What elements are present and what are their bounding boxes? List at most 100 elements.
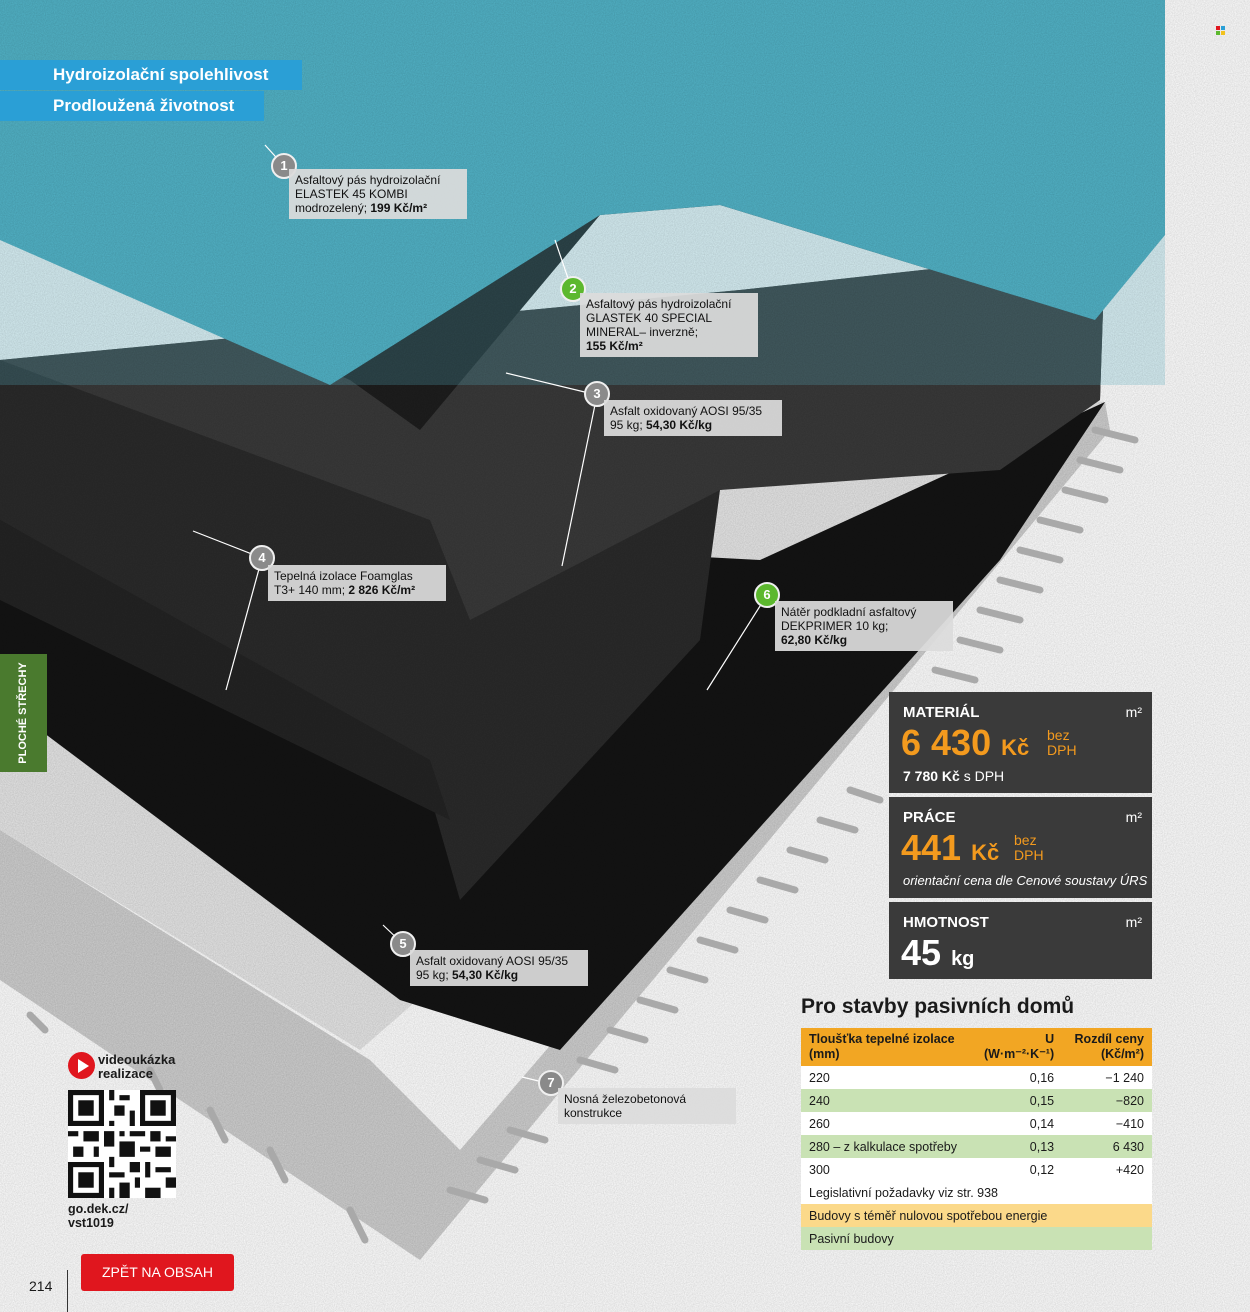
video-url-line-2: vst1019 [68, 1216, 114, 1230]
layer-5-price: 54,30 Kč/kg [452, 968, 519, 982]
layer-6-line-1: Nátěr podkladní asfaltový [781, 605, 917, 619]
table-cell: 260 [801, 1112, 976, 1135]
labour-bez: bez [1014, 832, 1037, 848]
banner-waterproofing: Hydroizolační spolehlivost [0, 60, 302, 90]
weight-value-unit: kg [951, 948, 975, 970]
layer-3-price: 54,30 Kč/kg [646, 418, 713, 432]
callout-leader-lines [192, 144, 768, 1085]
weight-number: 45 [901, 932, 942, 973]
corner-color-mark [1216, 26, 1225, 35]
material-currency: Kč [1001, 735, 1030, 760]
qr-code-icon[interactable] [68, 1090, 176, 1198]
table-cell: 0,13 [976, 1135, 1063, 1158]
layer-callout-7: Nosná železobetonová konstrukce [558, 1088, 736, 1124]
layer-3-line-2: 95 kg; [610, 418, 647, 432]
video-url[interactable]: go.dek.cz/ vst1019 [68, 1202, 128, 1230]
weight-unit: m² [1125, 914, 1142, 930]
video-url-line-1: go.dek.cz/ [68, 1202, 129, 1216]
layer-4-line-2: T3+ 140 mm; [274, 583, 349, 597]
layer-7-line-2: konstrukce [564, 1106, 623, 1120]
material-with-vat: 7 780 Kč s DPH [903, 768, 1004, 784]
table-cell: 220 [801, 1066, 976, 1089]
layer-5-line-2: 95 kg; [416, 968, 453, 982]
layer-2-line-2: GLASTEK 40 SPECIAL [586, 311, 713, 325]
table-row: 260 0,14 −410 [801, 1112, 1152, 1135]
table-header-price-diff: Rozdíl ceny (Kč/m²) [1062, 1028, 1152, 1066]
table-cell: −1 240 [1062, 1066, 1152, 1089]
layer-badge-5: 5 [390, 931, 416, 957]
layer-3-line-1: Asfalt oxidovaný AOSI 95/35 [610, 404, 763, 418]
weight-value: 45 kg [901, 932, 974, 974]
layer-1-line-1: Asfaltový pás hydroizolační [295, 173, 441, 187]
layer-7-line-1: Nosná železobetonová [564, 1092, 687, 1106]
banner-lifetime: Prodloužená životnost [0, 91, 264, 121]
passive-houses-title: Pro stavby pasivních domů [801, 995, 1075, 1018]
table-cell: 6 430 [1062, 1135, 1152, 1158]
layer-callout-3: Asfalt oxidovaný AOSI 95/35 95 kg; 54,30… [604, 400, 782, 436]
play-icon[interactable] [68, 1052, 95, 1079]
page-number: 214 [29, 1278, 53, 1294]
layer-4-line-1: Tepelná izolace Foamglas [274, 569, 413, 583]
layer-2-price: 155 Kč/m² [586, 339, 643, 353]
passive-houses-table: Tloušťka tepelné izolace (mm) U (W·m⁻²·K… [801, 1028, 1152, 1250]
labour-price-box: PRÁCE m² 441 Kč bez DPH orientační cena … [889, 797, 1152, 898]
back-to-contents-button[interactable]: ZPĚT NA OBSAH [81, 1254, 234, 1291]
layer-6-line-2: DEKPRIMER 10 kg; [781, 619, 889, 633]
labour-price-value: 441 [901, 827, 962, 868]
rebar-studs [26, 426, 1139, 1244]
labour-vat-note: bez DPH [1014, 833, 1044, 863]
material-price: 6 430 Kč [901, 722, 1029, 764]
layer-callout-4: Tepelná izolace Foamglas T3+ 140 mm; 2 8… [268, 565, 446, 601]
labour-note: orientační cena dle Cenové soustavy ÚRS [903, 873, 1148, 888]
legend-row-passive: Pasivní budovy [801, 1227, 1152, 1250]
layer-callout-6: Nátěr podkladní asfaltový DEKPRIMER 10 k… [775, 601, 953, 651]
video-label-line-2: realizace [98, 1066, 153, 1081]
table-row: 280 – z kalkulace spotřeby 0,13 6 430 [801, 1135, 1152, 1158]
labour-unit: m² [1125, 809, 1142, 825]
layer-4-price: 2 826 Kč/m² [348, 583, 416, 597]
table-cell: −410 [1062, 1112, 1152, 1135]
table-cell: 280 – z kalkulace spotřeby [801, 1135, 976, 1158]
weight-label: HMOTNOST [903, 914, 989, 931]
material-with-vat-value: 7 780 Kč [903, 768, 960, 784]
layer-callout-2: Asfaltový pás hydroizolační GLASTEK 40 S… [580, 293, 758, 357]
table-header-u: U (W·m⁻²·K⁻¹) [976, 1028, 1063, 1066]
table-cell: 0,12 [976, 1158, 1063, 1181]
layer-1-price: 199 Kč/m² [370, 201, 428, 215]
table-cell: 0,15 [976, 1089, 1063, 1112]
material-label: MATERIÁL [903, 704, 980, 721]
layer-2-line-3: MINERAL– inverzně; [586, 325, 699, 339]
table-cell: +420 [1062, 1158, 1152, 1181]
page-divider [67, 1270, 68, 1312]
legend-nzeb: Budovy s téměř nulovou spotřebou energie [801, 1204, 1152, 1227]
layer-6-price: 62,80 Kč/kg [781, 633, 848, 647]
table-header-thickness: Tloušťka tepelné izolace (mm) [801, 1028, 976, 1066]
material-dph: DPH [1047, 742, 1077, 758]
table-row: 240 0,15 −820 [801, 1089, 1152, 1112]
labour-label: PRÁCE [903, 809, 956, 826]
video-label[interactable]: videoukázka realizace [98, 1053, 175, 1081]
legend-passive: Pasivní budovy [801, 1227, 1152, 1250]
legislative-note: Legislativní požadavky viz str. 938 [801, 1181, 1152, 1204]
table-note-row: Legislativní požadavky viz str. 938 [801, 1181, 1152, 1204]
video-label-line-1: videoukázka [98, 1052, 176, 1067]
table-cell: 300 [801, 1158, 976, 1181]
weight-box: HMOTNOST m² 45 kg [889, 902, 1152, 979]
layer-badge-2: 2 [560, 276, 586, 302]
layer-callout-1: Asfaltový pás hydroizolační ELASTEK 45 K… [289, 169, 467, 219]
chapter-tab-label: PLOCHÉ STŘECHY [17, 662, 29, 764]
material-price-box: MATERIÁL m² 6 430 Kč bez DPH 7 780 Kč s … [889, 692, 1152, 793]
material-with-vat-suffix: s DPH [963, 768, 1005, 784]
chapter-tab-flat-roofs[interactable]: PLOCHÉ STŘECHY [0, 654, 47, 772]
material-unit: m² [1125, 704, 1142, 720]
labour-currency: Kč [971, 840, 1000, 865]
legend-row-nzeb: Budovy s téměř nulovou spotřebou energie [801, 1204, 1152, 1227]
layer-5-line-1: Asfalt oxidovaný AOSI 95/35 [416, 954, 569, 968]
table-row: 220 0,16 −1 240 [801, 1066, 1152, 1089]
table-cell: 240 [801, 1089, 976, 1112]
material-vat-note: bez DPH [1047, 728, 1077, 758]
table-cell: 0,14 [976, 1112, 1063, 1135]
table-cell: −820 [1062, 1089, 1152, 1112]
labour-price: 441 Kč [901, 827, 999, 869]
layer-badge-6: 6 [754, 582, 780, 608]
